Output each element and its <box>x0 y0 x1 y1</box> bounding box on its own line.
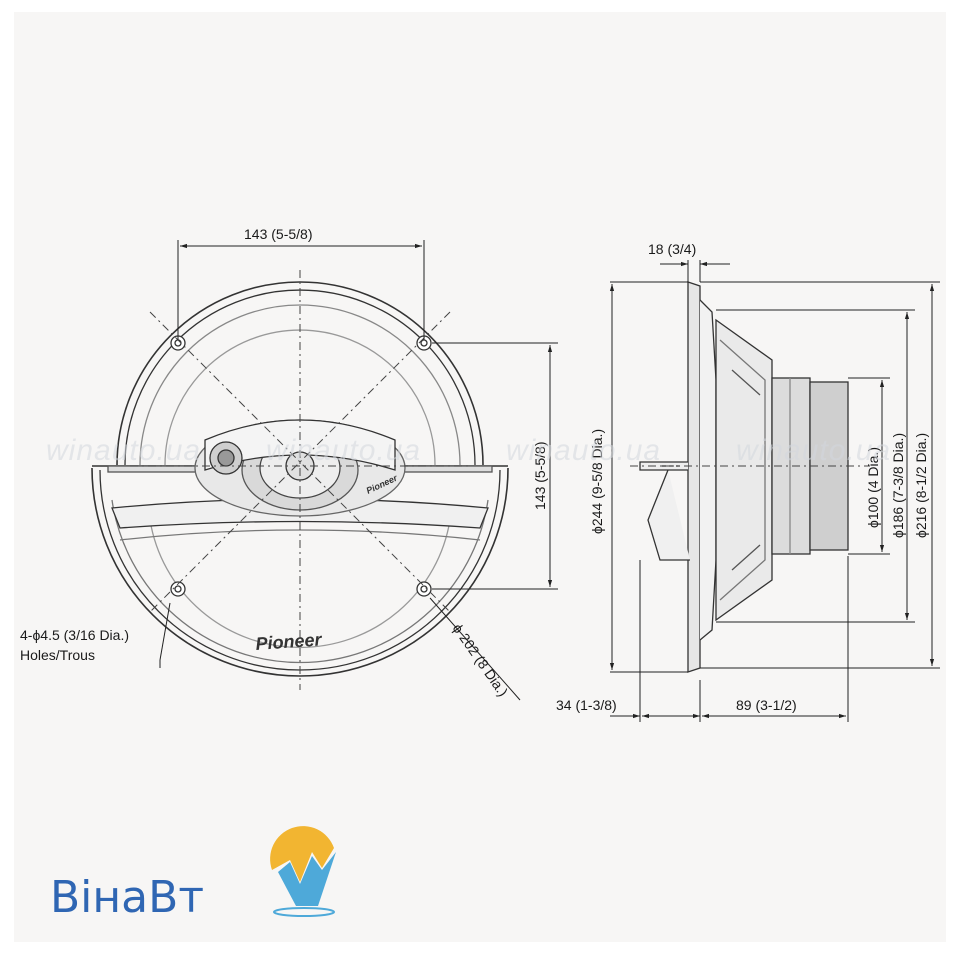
flange-diameter-label: ϕ216 (8-1/2 Dia.) <box>913 433 929 538</box>
front-dimensions <box>159 240 558 701</box>
side-basket <box>715 318 773 622</box>
watermark-2: winauto.ua <box>266 434 421 467</box>
rear-depth-label: 89 (3-1/2) <box>736 697 797 713</box>
mounting-hole-bottom-left <box>170 581 186 597</box>
side-top-depth-label: 18 (3/4) <box>648 241 696 257</box>
vinavto-logo: ВінаВт <box>50 826 336 923</box>
side-dimensions <box>609 260 940 722</box>
front-top-width-label: 143 (5-5/8) <box>244 226 312 242</box>
front-view <box>91 270 509 690</box>
front-right-height-label: 143 (5-5/8) <box>532 442 548 510</box>
mounting-hole-bottom-right <box>416 581 432 597</box>
frame-diameter-label: ϕ186 (7-3/8 Dia.) <box>890 433 906 538</box>
pioneer-logo: Pioneer <box>255 629 323 654</box>
watermark-1: winauto.ua <box>46 434 201 467</box>
grille-lower <box>91 467 509 677</box>
watermark-4: winauto.ua <box>736 434 891 467</box>
holes-label-line1: 4-ϕ4.5 (3/16 Dia.) <box>20 627 129 643</box>
logo-mark-icon <box>270 826 336 917</box>
magnet-diameter-label: ϕ100 (4 Dia.) <box>865 447 881 528</box>
overall-diameter-label: ϕ244 (9-5/8 Dia.) <box>589 429 605 534</box>
side-flange <box>687 281 701 673</box>
watermark-3: winauto.ua <box>506 434 661 467</box>
logo-text: ВінаВт <box>50 872 204 923</box>
front-depth-label: 34 (1-3/8) <box>556 697 617 713</box>
diameter-202-label: ϕ 202 (8 Dia.) <box>450 621 512 700</box>
holes-label-line2: Holes/Trous <box>20 647 95 663</box>
side-view <box>630 281 870 673</box>
